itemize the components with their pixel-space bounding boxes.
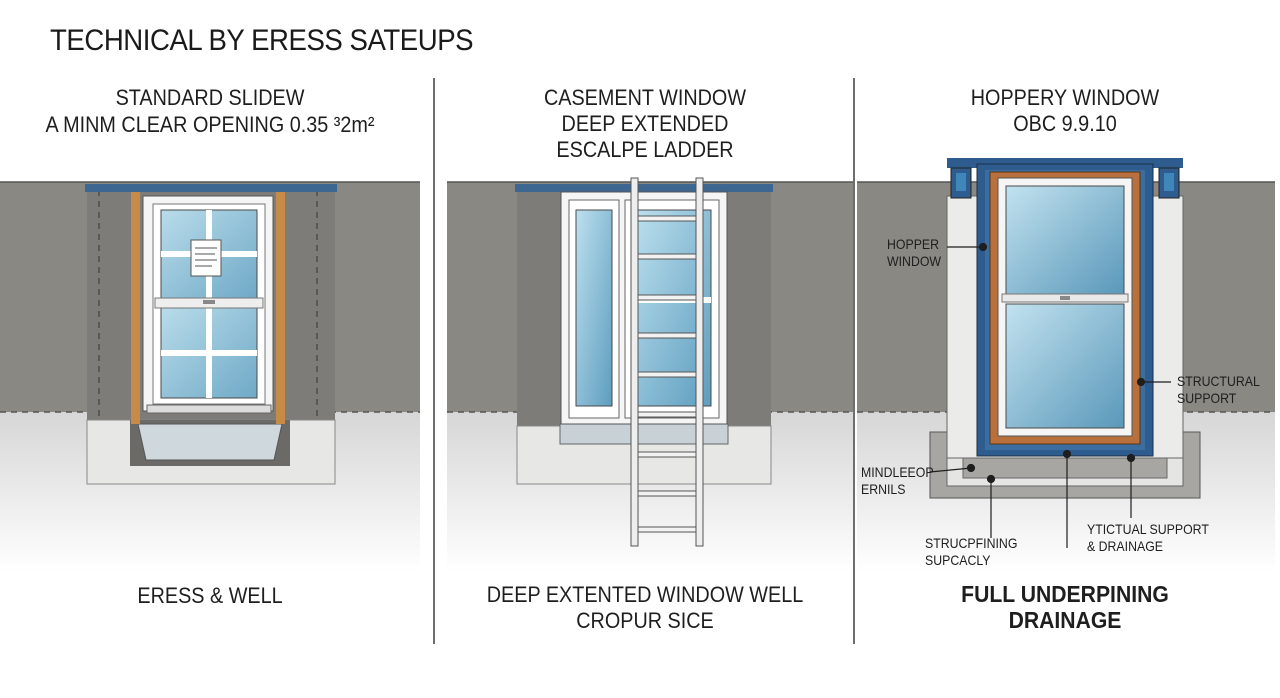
escape-ladder <box>630 177 704 547</box>
page-title: TECHNICAL BY ERESS SATEUPS <box>50 24 474 57</box>
panel-title-line: CASEMENT WINDOW <box>543 85 747 110</box>
panel-divider <box>853 78 855 644</box>
top-cap <box>947 158 1183 168</box>
window-sill <box>146 404 272 414</box>
panel-title-line: HOPPERY WINDOW <box>970 85 1160 110</box>
panel-footer: FULL UNDERPINING <box>961 581 1169 607</box>
panel-title-line: STANDARD SLIDEW <box>115 85 305 110</box>
slider-window-diagram <box>0 181 420 572</box>
window-header <box>85 184 337 192</box>
panel-standard-slider: STANDARD SLIDEW A MINM CLEAR OPENING 0.3… <box>0 0 420 698</box>
panel-title-line: OBC 9.9.10 <box>1013 111 1117 136</box>
panel-title-line: A MINM CLEAR OPENING 0.35 ³2m² <box>45 112 375 137</box>
panel-title-line: ESCALPE LADDER <box>556 137 734 162</box>
panel-title-line: DEEP EXTENDED <box>561 111 729 136</box>
hopper-window-diagram <box>857 158 1275 572</box>
panel-footer: DEEP EXTENTED WINDOW WELL <box>486 582 804 607</box>
lower-glass <box>1005 303 1125 429</box>
wood-buck <box>131 192 140 424</box>
wood-buck <box>276 192 285 424</box>
panel-footer: DRAINAGE <box>1008 607 1122 633</box>
window-header <box>515 184 773 192</box>
panel-footer: ERESS & WELL <box>137 583 283 608</box>
panel-divider <box>433 78 435 644</box>
callout-leaders <box>929 242 1171 548</box>
upper-glass <box>1005 185 1125 295</box>
panel-casement-window: CASEMENT WINDOW DEEP EXTENDED ESCALPE LA… <box>435 0 855 698</box>
callout-support-drainage: YTICTUAL SUPPORT& DRAINAGE <box>1087 521 1209 554</box>
panel-footer: CROPUR SICE <box>576 608 714 633</box>
egress-label-sticker <box>190 239 222 277</box>
casement-window-diagram <box>447 177 853 572</box>
